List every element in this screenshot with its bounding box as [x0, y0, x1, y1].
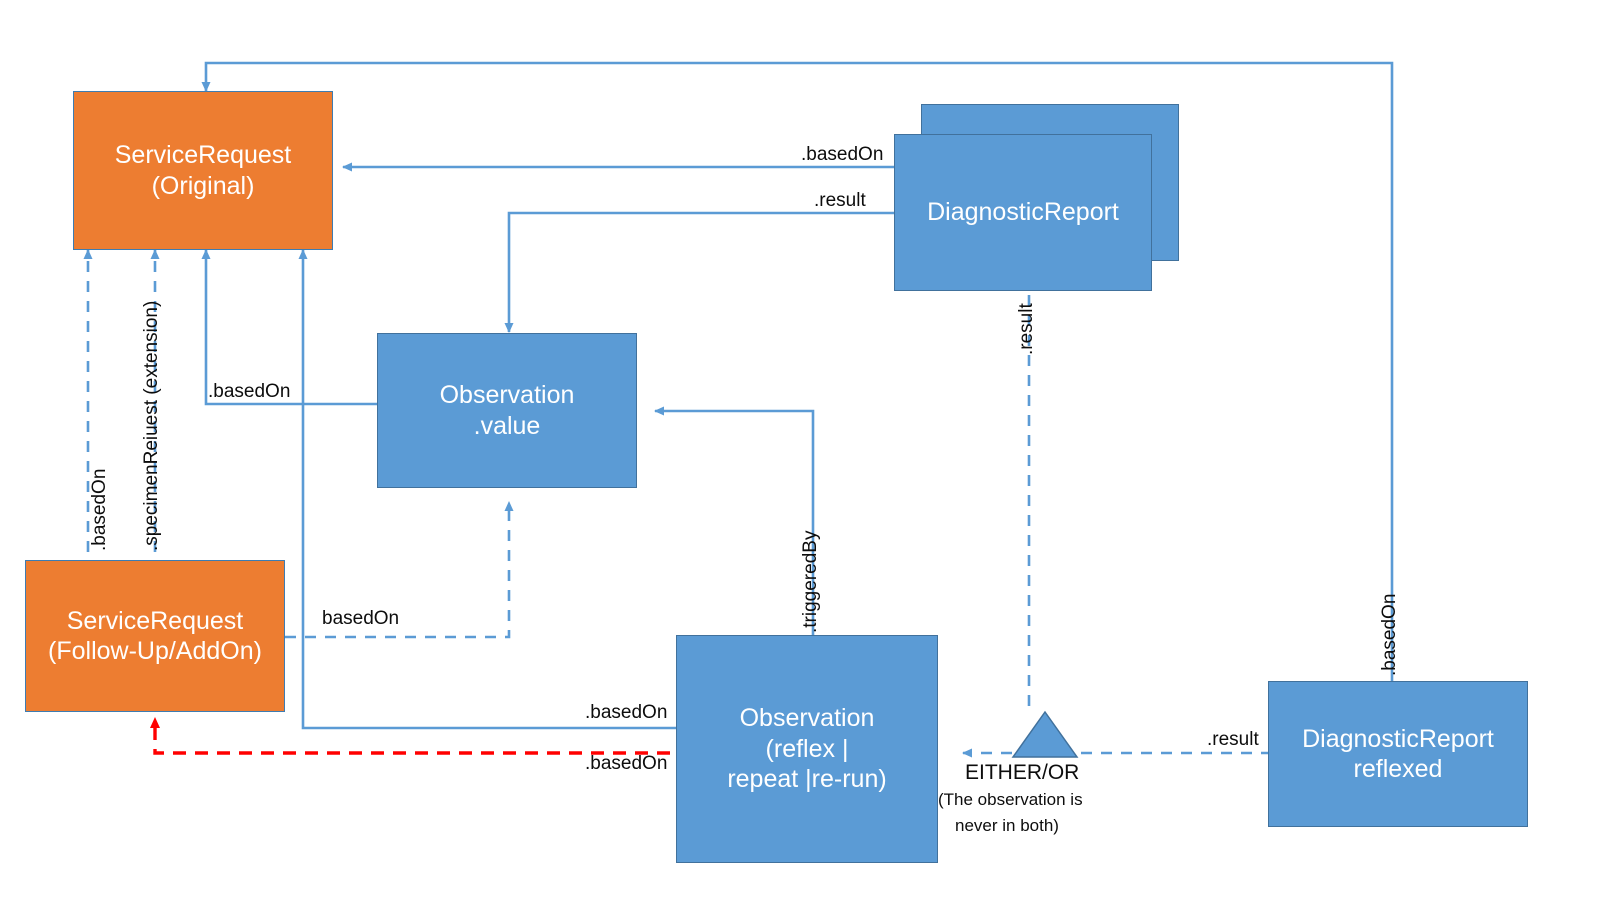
node-service-request-followup[interactable]: ServiceRequest (Follow-Up/AddOn): [25, 560, 285, 712]
edge-reflex-basedon-red: [150, 717, 692, 755]
label-triggeredby-rotated: .triggeredBy: [800, 530, 821, 633]
either-or-triangle: [1011, 710, 1079, 758]
edge-followup-basedon-obsvalue: [285, 501, 514, 639]
edge-top-loop: [201, 61, 1394, 692]
label-reflex-basedon-red: .basedOn: [585, 753, 668, 774]
node-diagnostic-report-reflexed[interactable]: DiagnosticReport reflexed: [1268, 681, 1528, 827]
edge-obsvalue-basedon: [201, 249, 384, 406]
node-diagnostic-report[interactable]: DiagnosticReport: [894, 134, 1152, 291]
label-left-basedon-rotated: .basedOn: [89, 468, 110, 551]
label-obsvalue-basedon: .basedOn: [208, 381, 291, 402]
label-specimenrequest-rotated: .specimenReiuest (extension): [141, 300, 162, 551]
node-observation-value[interactable]: Observation .value: [377, 333, 637, 488]
node-observation-reflex[interactable]: Observation (reflex | repeat |re-run): [676, 635, 938, 863]
label-followup-basedon: basedOn: [322, 608, 400, 629]
either-or-title: EITHER/OR: [965, 761, 1080, 784]
label-dr-result-rotated: .result: [1016, 303, 1037, 355]
edge-triggeredby: [654, 406, 815, 648]
label-dr-result: .result: [814, 190, 866, 211]
node-service-request-original[interactable]: ServiceRequest (Original): [73, 91, 333, 250]
edge-dr-result: [504, 211, 913, 333]
label-reflex-basedon-solid: .basedOn: [585, 702, 668, 723]
either-or-note-line1: (The observation is: [938, 790, 1083, 809]
either-or-note-line2: never in both): [955, 816, 1059, 835]
label-right-basedon-rotated: .basedOn: [1379, 593, 1400, 676]
label-dr-basedon: .basedOn: [801, 144, 884, 165]
edge-reflex-basedon: [298, 249, 692, 730]
label-reflexed-result: .result: [1207, 729, 1259, 750]
